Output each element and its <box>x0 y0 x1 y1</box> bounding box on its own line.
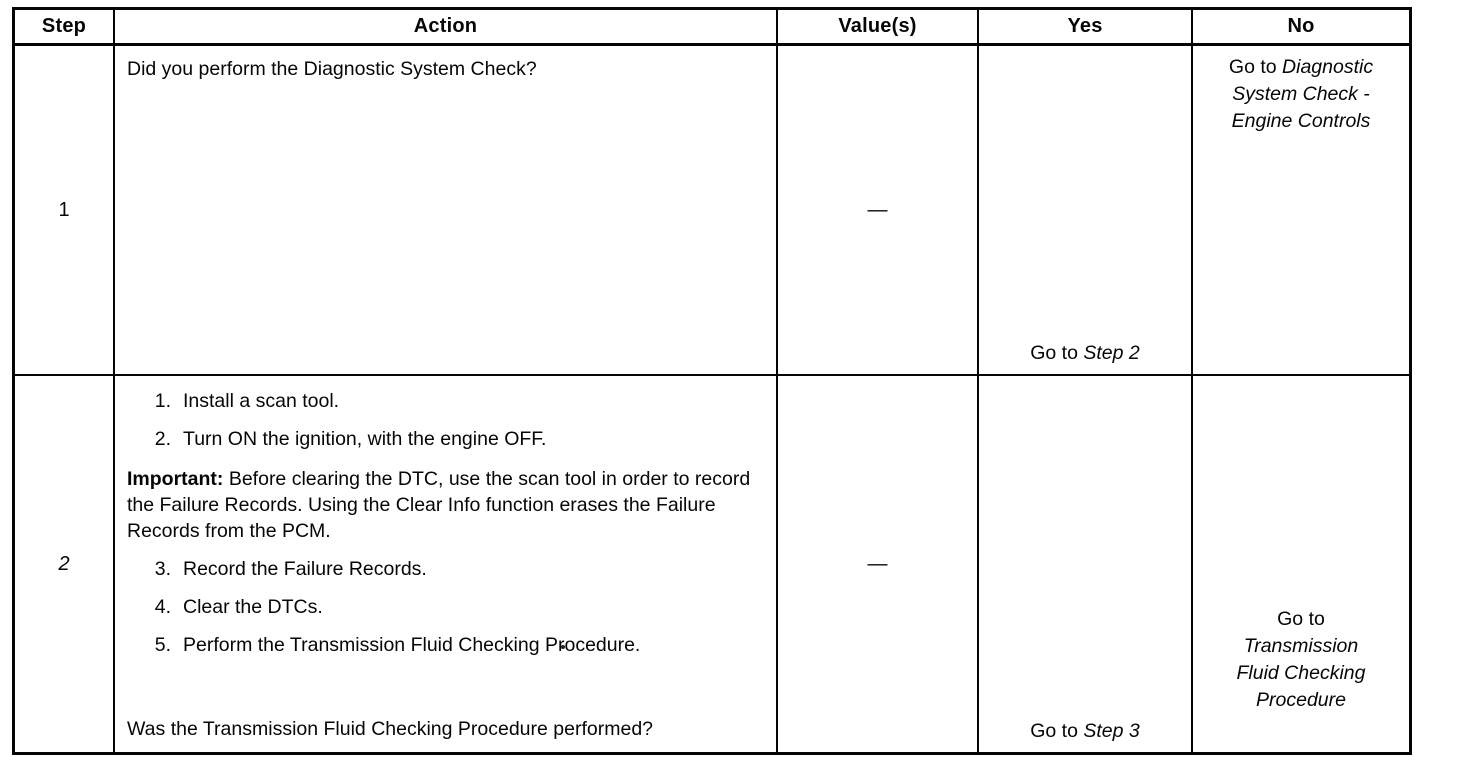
row2-item4-number: 4. <box>154 596 171 618</box>
row2-value-cell: — <box>778 376 979 752</box>
row1-step-cell: 1 <box>15 46 115 376</box>
row1-yes-prefix: Go to <box>1030 342 1084 364</box>
row1-no-line1: Go to Diagnostic <box>1199 54 1403 81</box>
row1-no-cell: Go to Diagnostic System Check - Engine C… <box>1193 46 1409 376</box>
row2-item1-number: 1. <box>154 390 171 412</box>
row1-yes-cell: Go to Step 2 <box>979 46 1193 376</box>
row2-item3-number: 3. <box>154 558 171 580</box>
row2-item4-text: Clear the DTCs. <box>183 596 323 618</box>
diagnostic-steps-table: Step Action Value(s) Yes No 1 Did you pe… <box>12 7 1412 755</box>
row2-action-item-4: 4. Clear the DTCs. <box>127 594 762 620</box>
row2-value-dash: — <box>867 552 888 575</box>
row2-no-target-line3: Procedure <box>1256 689 1346 711</box>
row1-no-target-line2: System Check - <box>1232 83 1370 105</box>
header-no: No <box>1193 10 1409 46</box>
header-yes: Yes <box>979 10 1193 46</box>
row2-step-number: 2 <box>58 552 70 575</box>
row1-value-dash: — <box>867 198 888 221</box>
scan-artifact-dot <box>561 645 565 649</box>
row2-yes-prefix: Go to <box>1030 720 1084 742</box>
row2-step-cell: 2 <box>15 376 115 752</box>
header-values: Value(s) <box>778 10 979 46</box>
header-step: Step <box>15 10 115 46</box>
header-action: Action <box>115 10 778 46</box>
row2-action-item-1: 1. Install a scan tool. <box>127 388 762 414</box>
row2-yes-target: Step 3 <box>1083 720 1140 742</box>
row2-yes-goto: Go to Step 3 <box>1030 720 1140 743</box>
row1-no-target-line3: Engine Controls <box>1231 110 1371 132</box>
row2-no-target-line2: Fluid Checking <box>1236 662 1366 684</box>
row1-step-number: 1 <box>58 198 70 221</box>
row2-action-item-5: 5. Perform the Transmission Fluid Checki… <box>127 632 762 658</box>
row1-yes-target: Step 2 <box>1083 342 1140 364</box>
row2-action-item-3: 3. Record the Failure Records. <box>127 556 762 582</box>
row1-no-prefix: Go to <box>1228 56 1283 78</box>
row1-yes-goto: Go to Step 2 <box>1030 342 1140 365</box>
row1-no-target-line1: Diagnostic <box>1282 56 1374 78</box>
row2-action-cell: 1. Install a scan tool. 2. Turn ON the i… <box>115 376 778 752</box>
row2-item2-number: 2. <box>154 428 171 450</box>
row2-no-prefix: Go to <box>1277 608 1325 630</box>
row2-item5-text: Perform the Transmission Fluid Checking … <box>183 634 641 656</box>
row2-important-note: Important: Before clearing the DTC, use … <box>127 466 762 544</box>
row2-important-label: Important: <box>127 468 224 490</box>
row2-yes-cell: Go to Step 3 <box>979 376 1193 752</box>
row1-action-question: Did you perform the Diagnostic System Ch… <box>127 58 537 80</box>
row1-action-cell: Did you perform the Diagnostic System Ch… <box>115 46 778 376</box>
row2-action-question: Was the Transmission Fluid Checking Proc… <box>127 718 654 740</box>
row2-action-item-2: 2. Turn ON the ignition, with the engine… <box>127 426 762 452</box>
row2-item1-text: Install a scan tool. <box>183 390 340 412</box>
row2-item2-text: Turn ON the ignition, with the engine OF… <box>183 428 547 450</box>
row1-value-cell: — <box>778 46 979 376</box>
row2-important-text: Before clearing the DTC, use the scan to… <box>127 468 751 542</box>
row2-no-target-line1: Transmission <box>1243 635 1359 657</box>
row2-no-cell: Go to Transmission Fluid Checking Proced… <box>1193 376 1409 752</box>
row2-item5-number: 5. <box>154 634 171 656</box>
row2-item3-text: Record the Failure Records. <box>183 558 427 580</box>
